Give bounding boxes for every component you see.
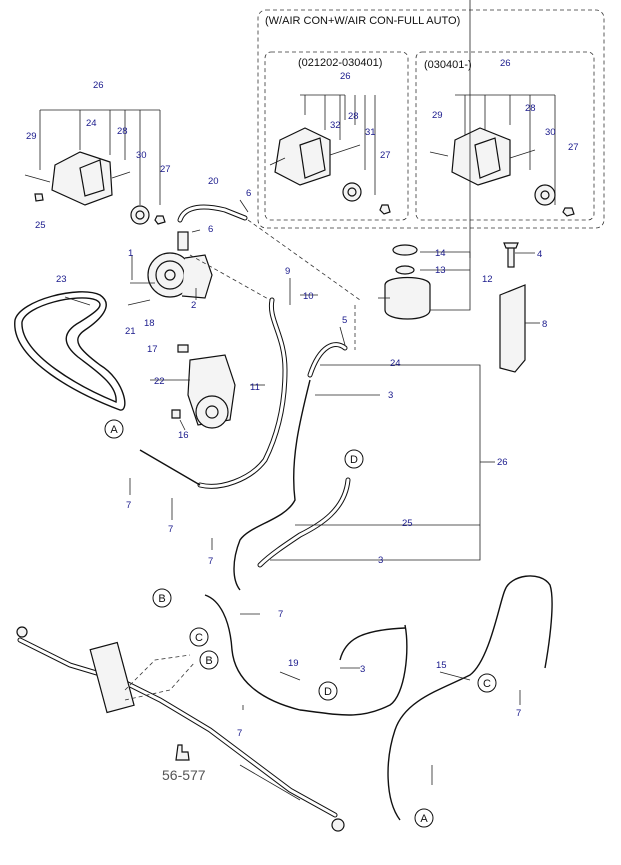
part-label-8: 8 xyxy=(542,319,547,330)
drive-belt xyxy=(14,291,126,411)
part-label-6: 6 xyxy=(246,188,251,199)
callout-b-letter: B xyxy=(205,655,212,667)
part-label-3: 3 xyxy=(378,555,383,566)
part-label-27: 27 xyxy=(380,150,391,161)
bracket-assembly-range-1 xyxy=(269,94,391,215)
air-con-group-title: (W/AIR CON+W/AIR CON-FULL AUTO) xyxy=(265,15,460,27)
callout-c-letter: C xyxy=(483,678,491,690)
part-label-5: 5 xyxy=(342,315,347,326)
part-label-30: 30 xyxy=(545,127,556,138)
callout-a-letter: A xyxy=(420,813,428,825)
part-label-23: 23 xyxy=(56,274,67,285)
callout-b-left: B xyxy=(152,588,172,608)
callout-a-bottom: A xyxy=(414,808,434,828)
part-label-26: 26 xyxy=(93,80,104,91)
part-label-7: 7 xyxy=(516,708,521,719)
part-label-18: 18 xyxy=(144,318,155,329)
part-label-3: 3 xyxy=(388,390,393,401)
part-label-6: 6 xyxy=(208,224,213,235)
callout-b-gear: B xyxy=(199,650,219,670)
power-steering-pump xyxy=(127,231,213,306)
part-label-7: 7 xyxy=(168,524,173,535)
range-2-title: (030401-) xyxy=(424,59,472,71)
callout-d-bottom: D xyxy=(318,681,338,701)
part-label-7: 7 xyxy=(208,556,213,567)
callout-d-top: D xyxy=(344,449,364,469)
part-label-9: 9 xyxy=(285,266,290,277)
range-1-box xyxy=(264,51,409,221)
bracket-assembly-range-2 xyxy=(429,94,575,217)
return-tube-15 xyxy=(387,575,553,821)
part-label-27: 27 xyxy=(160,164,171,175)
part-label-26: 26 xyxy=(500,58,511,69)
callout-b-letter: B xyxy=(158,593,165,605)
part-label-25: 25 xyxy=(35,220,46,231)
callout-d-letter: D xyxy=(350,454,358,466)
callout-c-letter: C xyxy=(195,632,203,644)
hand-pointer-icon xyxy=(175,744,190,761)
part-label-7: 7 xyxy=(278,609,283,620)
air-con-group-box xyxy=(257,9,605,229)
part-label-16: 16 xyxy=(178,430,189,441)
steering-gear-rack xyxy=(16,626,345,832)
part-label-28: 28 xyxy=(117,126,128,137)
bracket-assembly-main xyxy=(24,109,166,225)
part-label-31: 31 xyxy=(365,127,376,138)
part-label-19: 19 xyxy=(288,658,299,669)
part-label-29: 29 xyxy=(26,131,37,142)
part-label-12: 12 xyxy=(482,274,493,285)
part-label-7: 7 xyxy=(126,500,131,511)
part-label-29: 29 xyxy=(432,110,443,121)
part-label-21: 21 xyxy=(125,326,136,337)
part-label-24: 24 xyxy=(86,118,97,129)
part-label-28: 28 xyxy=(348,111,359,122)
part-label-14: 14 xyxy=(435,248,446,259)
leader-lines xyxy=(64,0,540,785)
callout-c-gear: C xyxy=(189,627,209,647)
part-label-26: 26 xyxy=(497,457,508,468)
part-label-30: 30 xyxy=(136,150,147,161)
part-label-25: 25 xyxy=(402,518,413,529)
hose-route-dashed-1 xyxy=(247,219,361,301)
part-label-22: 22 xyxy=(154,376,165,387)
part-label-7: 7 xyxy=(237,728,242,739)
callout-a-top: A xyxy=(104,419,124,439)
callout-d-letter: D xyxy=(324,686,332,698)
reservoir-bracket xyxy=(499,242,526,373)
part-label-11: 11 xyxy=(250,382,260,393)
part-label-24: 24 xyxy=(390,358,401,369)
callout-a-letter: A xyxy=(110,424,118,436)
return-tube-26 xyxy=(233,379,311,591)
part-label-17: 17 xyxy=(147,344,158,355)
part-label-2: 2 xyxy=(191,300,196,311)
part-label-15: 15 xyxy=(436,660,447,671)
pressure-tube-19 xyxy=(204,594,408,716)
fluid-reservoir xyxy=(378,244,431,320)
part-label-28: 28 xyxy=(525,103,536,114)
range-2-box xyxy=(415,51,595,221)
reference-code: 56-577 xyxy=(162,767,206,783)
callout-c-right: C xyxy=(477,673,497,693)
part-label-27: 27 xyxy=(568,142,579,153)
part-label-3: 3 xyxy=(360,664,365,675)
belt-tensioner xyxy=(171,344,236,429)
part-label-1: 1 xyxy=(128,248,133,259)
part-label-20: 20 xyxy=(208,176,219,187)
range-1-title: (021202-030401) xyxy=(298,57,382,69)
part-label-13: 13 xyxy=(435,265,446,276)
part-label-10: 10 xyxy=(303,291,314,302)
part-label-32: 32 xyxy=(330,120,341,131)
part-label-26: 26 xyxy=(340,71,351,82)
part-label-4: 4 xyxy=(537,249,542,260)
